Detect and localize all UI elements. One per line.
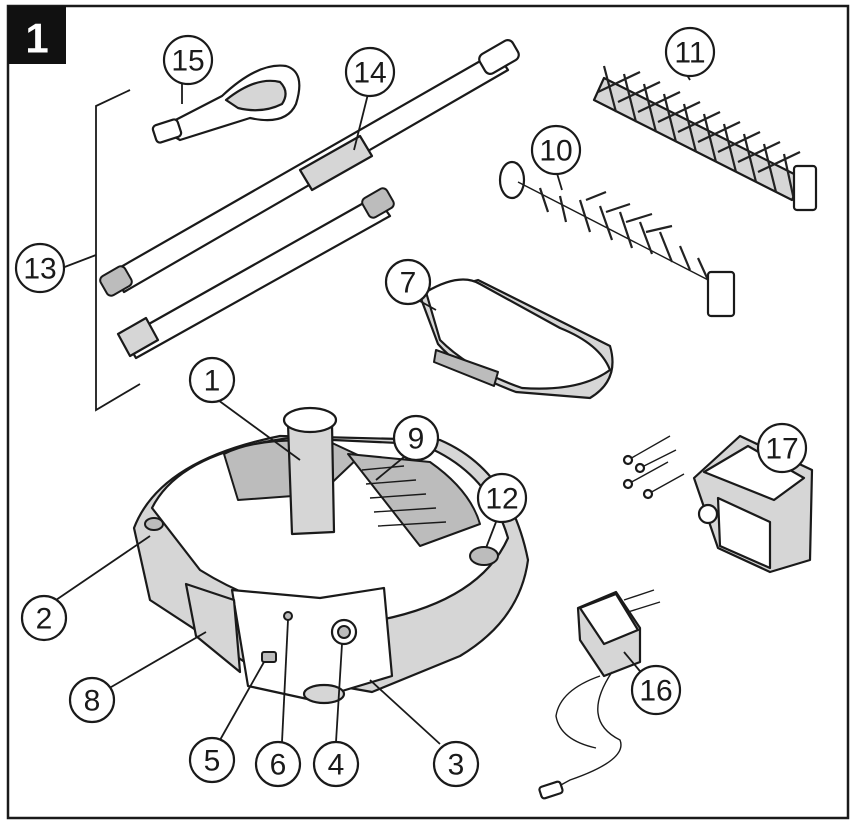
callout-3: 3 (432, 740, 480, 788)
callout-8: 8 (68, 676, 116, 724)
svg-text:16: 16 (639, 675, 672, 708)
svg-text:10: 10 (539, 135, 572, 168)
svg-text:4: 4 (328, 749, 345, 782)
bracket-13 (61, 89, 141, 412)
callout-13: 13 (14, 242, 66, 294)
callout-12: 12 (476, 472, 528, 524)
svg-text:11: 11 (674, 37, 705, 70)
callout-9: 9 (392, 414, 440, 462)
part-handle-grip (151, 64, 301, 144)
callout-6: 6 (254, 740, 302, 788)
callout-1: 1 (188, 356, 236, 404)
leader-lines (55, 69, 791, 745)
svg-text:12: 12 (485, 483, 518, 516)
figure-number: 1 (25, 15, 48, 62)
callout-11: 11 (664, 26, 716, 78)
figure-number-tab: 1 (8, 6, 66, 64)
part-brush-cover (418, 278, 614, 400)
svg-text:9: 9 (408, 423, 425, 456)
callout-7: 7 (384, 258, 432, 306)
callout-4: 4 (312, 740, 360, 788)
svg-text:15: 15 (171, 45, 204, 78)
svg-text:1: 1 (204, 365, 221, 398)
callout-14: 14 (344, 46, 396, 98)
svg-text:14: 14 (353, 57, 386, 90)
callout-5: 5 (188, 736, 236, 784)
callout-10: 10 (530, 124, 582, 176)
svg-text:17: 17 (765, 433, 798, 466)
callout-16: 16 (630, 664, 682, 716)
svg-text:13: 13 (23, 253, 56, 286)
part-spiral-brush (498, 160, 736, 318)
part-roller-brush (592, 65, 818, 212)
part-lower-tube (116, 187, 395, 360)
svg-text:6: 6 (270, 749, 287, 782)
part-base-unit (132, 406, 530, 705)
svg-text:8: 8 (84, 685, 101, 718)
callout-15: 15 (162, 34, 214, 86)
svg-text:3: 3 (448, 749, 465, 782)
svg-text:5: 5 (204, 745, 221, 778)
callout-17: 17 (756, 422, 808, 474)
callout-2: 2 (20, 594, 68, 642)
figure-frame (6, 4, 850, 820)
svg-text:2: 2 (36, 603, 53, 636)
svg-text:7: 7 (400, 267, 417, 300)
part-charger (538, 589, 661, 800)
